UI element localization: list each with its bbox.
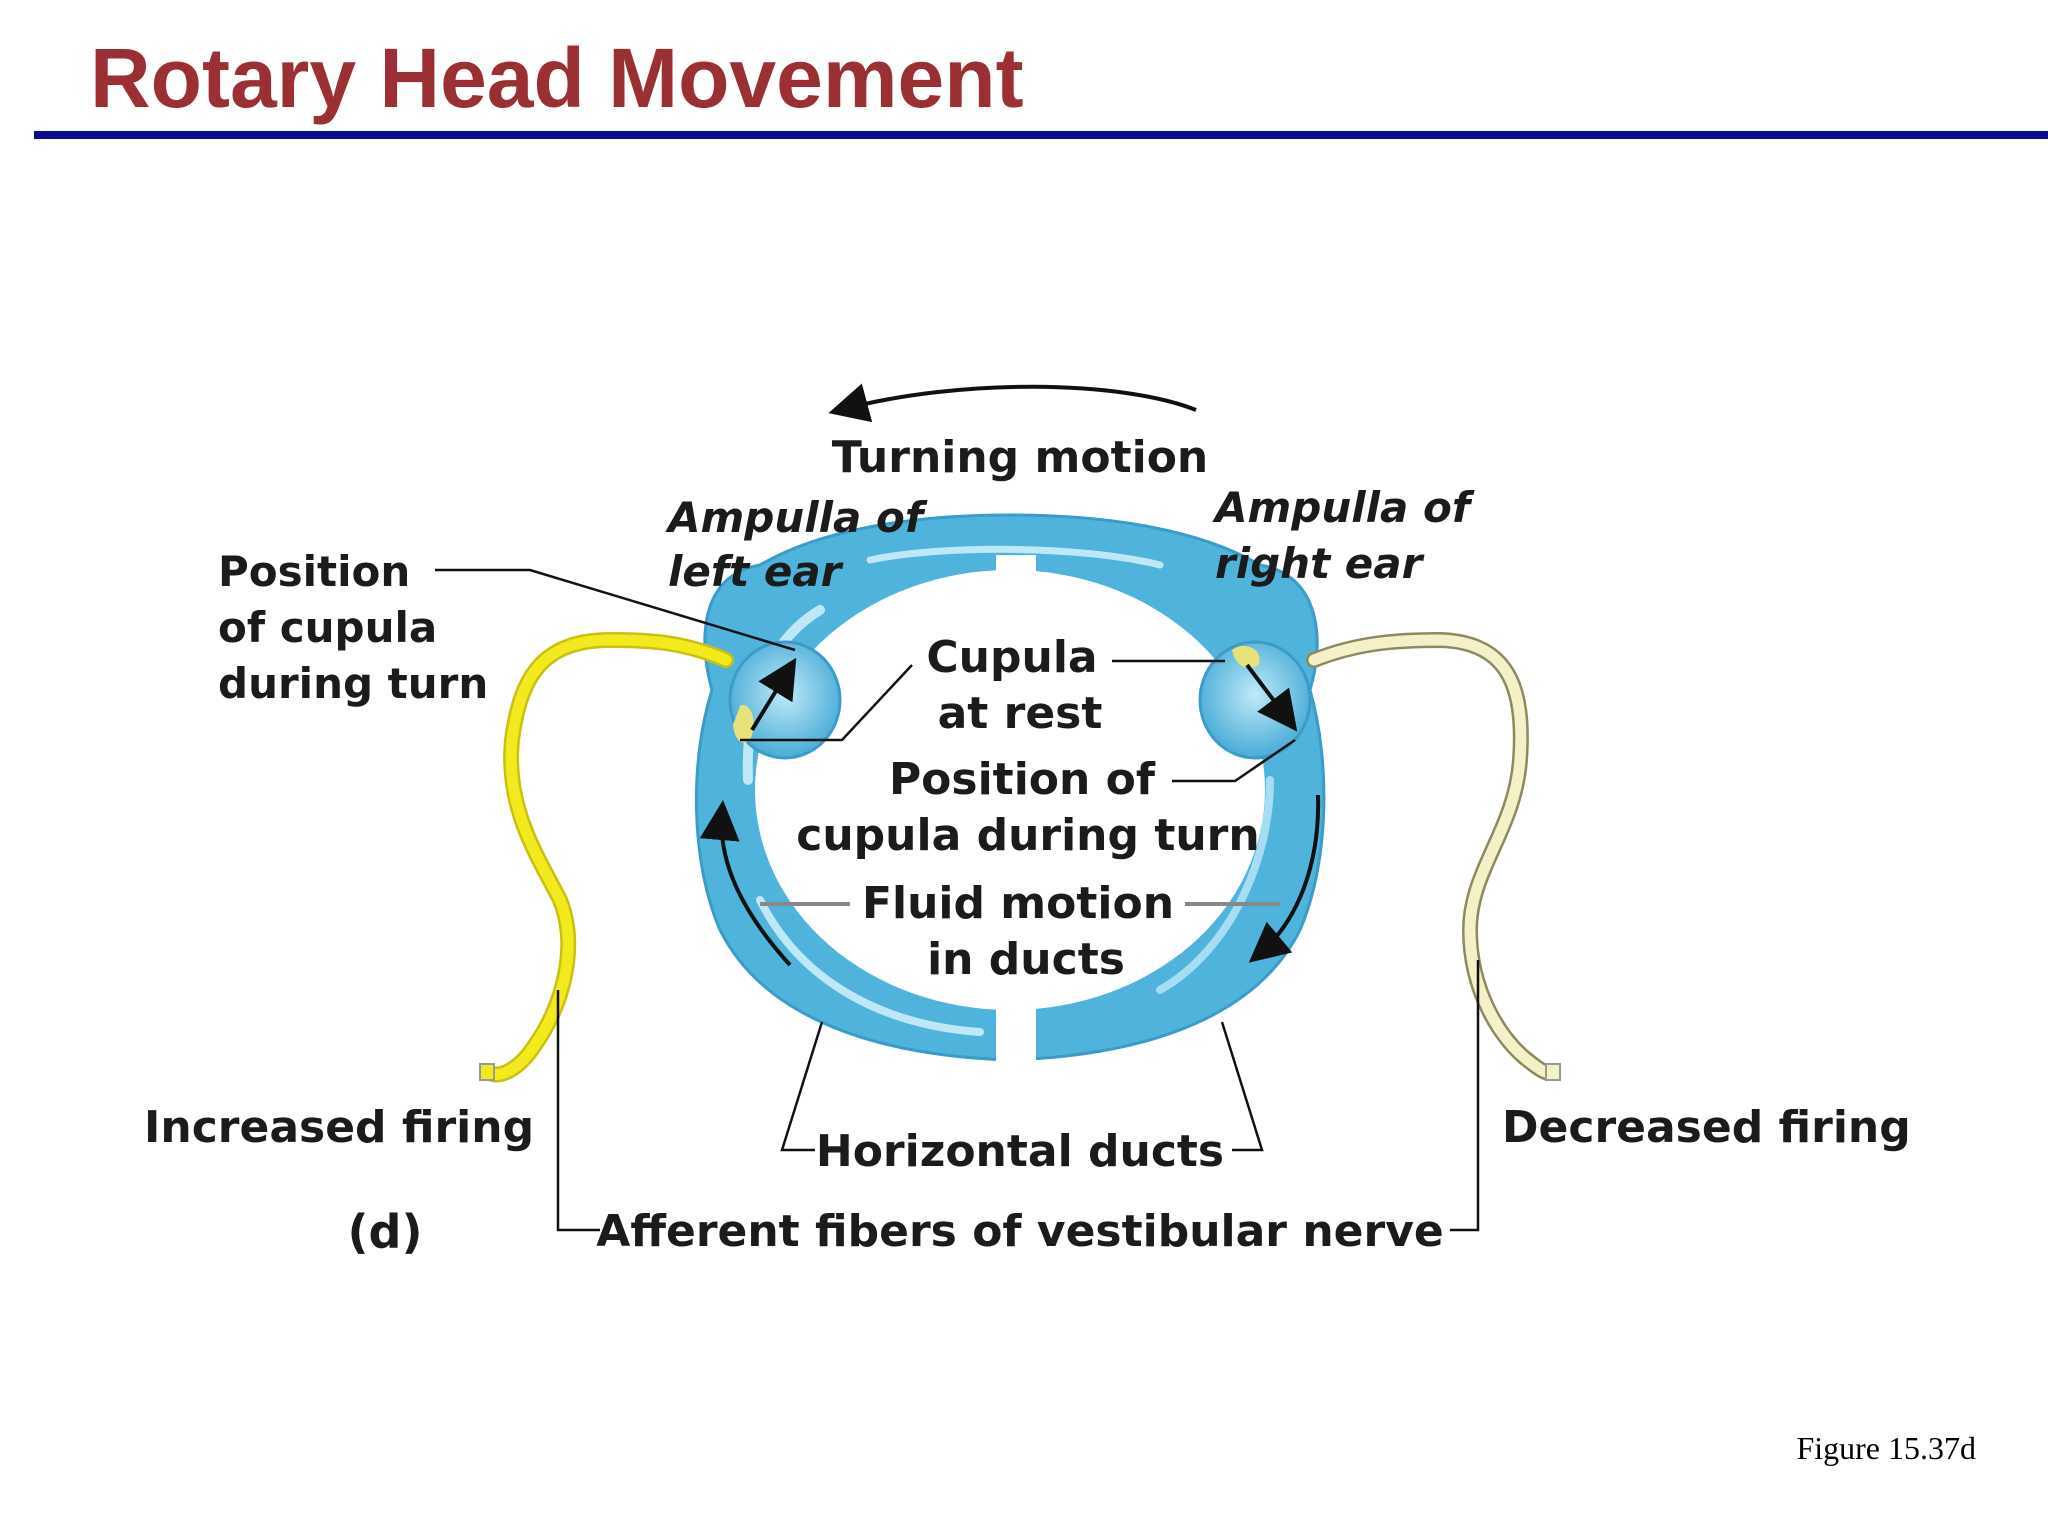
decreased-firing-label: Decreased firing — [1502, 1102, 1911, 1153]
panel-letter: (d) — [348, 1205, 423, 1259]
duct-gap-top — [996, 555, 1036, 625]
slide-title: Rotary Head Movement — [90, 31, 1024, 125]
horizontal-ducts-label: Horizontal ducts — [816, 1126, 1224, 1177]
ampulla-right-label-line2: right ear — [1215, 539, 1425, 588]
ampulla-right-label-line1: Ampulla of — [1212, 483, 1475, 532]
position-cupula-left-line1: Position — [218, 547, 410, 596]
increased-firing-label: Increased firing — [144, 1102, 534, 1153]
position-cupula-left-line2: of cupula — [218, 603, 437, 652]
ampulla-left-label-line1: Ampulla of — [665, 493, 928, 542]
duct-gap-bottom — [996, 1005, 1036, 1075]
leader-lines — [435, 568, 1480, 1232]
horizontal-duct-ring — [694, 513, 1326, 1075]
position-cupula-center-line2: cupula during turn — [796, 810, 1259, 861]
figure-caption: Figure 15.37d — [1796, 1430, 1976, 1466]
fluid-motion-line2: in ducts — [927, 934, 1125, 985]
right-afferent-nerve — [1306, 631, 1561, 1081]
left-cupula-arrow — [750, 657, 797, 732]
afferent-fibers-label: Afferent fibers of vestibular nerve — [596, 1206, 1443, 1257]
turning-motion-label: Turning motion — [832, 432, 1209, 483]
ampulla-left-label-line2: left ear — [668, 547, 844, 596]
right-cupula-arrow — [1245, 663, 1298, 732]
title-rule — [34, 131, 2048, 139]
left-afferent-nerve — [479, 631, 734, 1083]
left-cupula — [733, 704, 754, 743]
turning-motion-arrow — [828, 383, 1197, 423]
cupula-rest-line2: at rest — [938, 688, 1103, 739]
fluid-arrow-right — [1248, 794, 1321, 963]
fluid-motion-line1: Fluid motion — [862, 878, 1174, 929]
position-cupula-center-line1: Position of — [889, 754, 1156, 805]
position-cupula-left-line3: during turn — [218, 659, 488, 708]
fluid-arrow-left — [699, 800, 792, 967]
right-cupula — [1232, 645, 1260, 669]
cupula-rest-line1: Cupula — [926, 632, 1097, 683]
